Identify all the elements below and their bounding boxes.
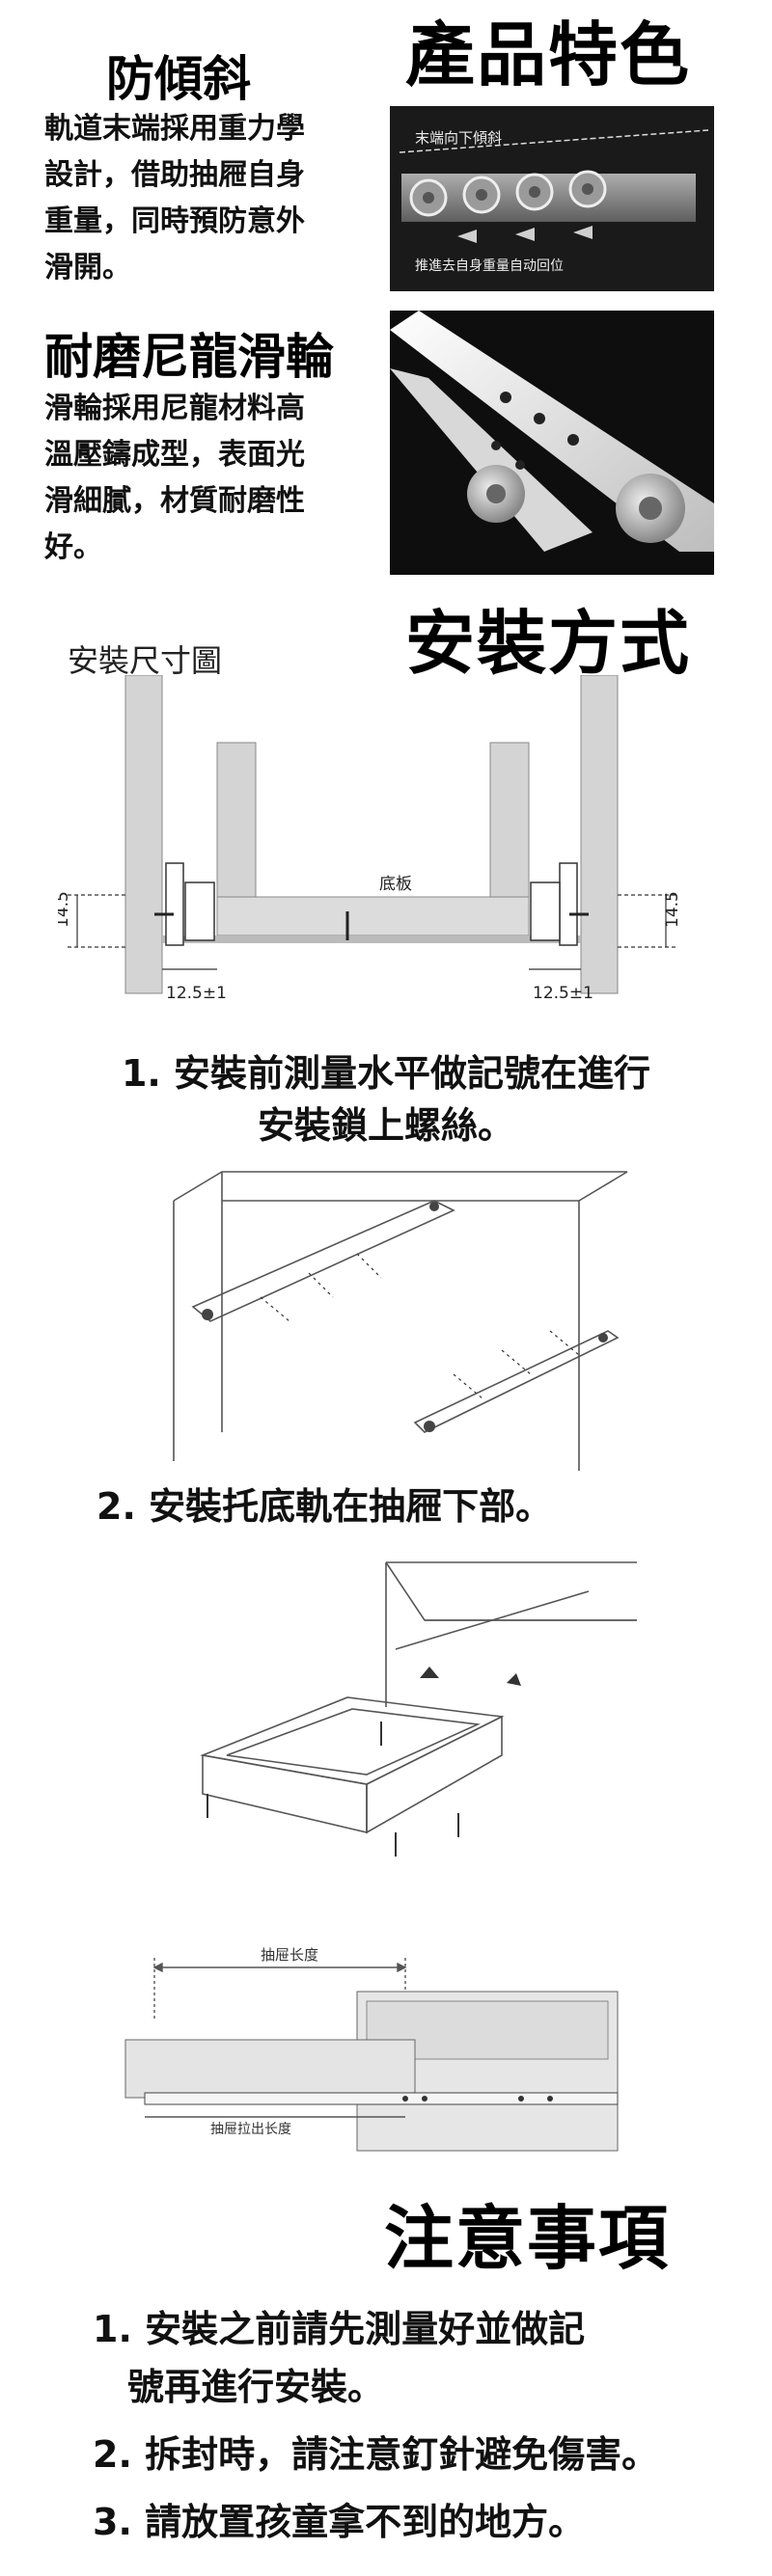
notes-heading: 注意事項 [384,2198,671,2279]
anti-tilt-photo: 末端向下傾斜 推進去自身重量自动回位 [390,106,714,291]
anti-tilt-description: 軌道末端採用重力學 設計，借助抽屜自身 重量，同時預防意外 滑開。 [44,112,305,285]
right-gap-label: 12.5±1 [533,984,593,1003]
drawer-length-label: 抽屉长度 [261,1946,318,1964]
nylon-wheel-title: 耐磨尼龍滑輪 [44,329,334,385]
photo-bottom-caption: 推進去自身重量自动回位 [415,258,564,274]
nylon-wheel-description: 滑輪採用尼龍材料高 溫壓鑄成型，表面光 滑細膩，材質耐磨性 好。 [44,392,305,564]
photo-top-caption: 末端向下傾斜 [415,129,502,147]
left-gap-label: 12.5±1 [166,984,227,1003]
left-height-label: 14.5 [58,891,72,928]
note-item-2: 2. 拆封時，請注意釘針避免傷害。 [93,2433,659,2476]
note-item-3: 3. 請放置孩童拿不到的地方。 [93,2501,586,2543]
features-heading: 產品特色 [405,14,692,95]
base-label: 底板 [379,875,412,894]
drawer-rail-install-drawing [200,1561,637,1857]
nylon-wheel-photo [390,311,714,575]
note-item-1: 1. 安裝之前請先測量好並做記 號再進行安裝。 [93,2308,586,2408]
install-diagram-label: 安裝尺寸圖 [68,642,223,679]
cabinet-rail-install-drawing [173,1171,628,1471]
anti-tilt-title: 防傾斜 [106,51,251,107]
notes-list: 1. 安裝之前請先測量好並做記 號再進行安裝。 2. 拆封時，請注意釘針避免傷害… [93,2300,758,2551]
install-dimension-diagram: 底板 14.5 14.5 12.5±1 12.5±1 [58,675,682,1003]
drawer-length-drawing: 抽屉长度 抽屉拉出长度 [124,1946,619,2152]
right-height-label: 14.5 [663,891,682,928]
install-step-1: 1. 安裝前測量水平做記號在進行 安裝鎖上螺絲。 [121,1052,651,1147]
install-step-2: 2. 安裝托底軌在抽屜下部。 [96,1485,553,1528]
install-heading: 安裝方式 [405,603,692,684]
pull-length-label: 抽屉拉出长度 [210,2122,291,2137]
